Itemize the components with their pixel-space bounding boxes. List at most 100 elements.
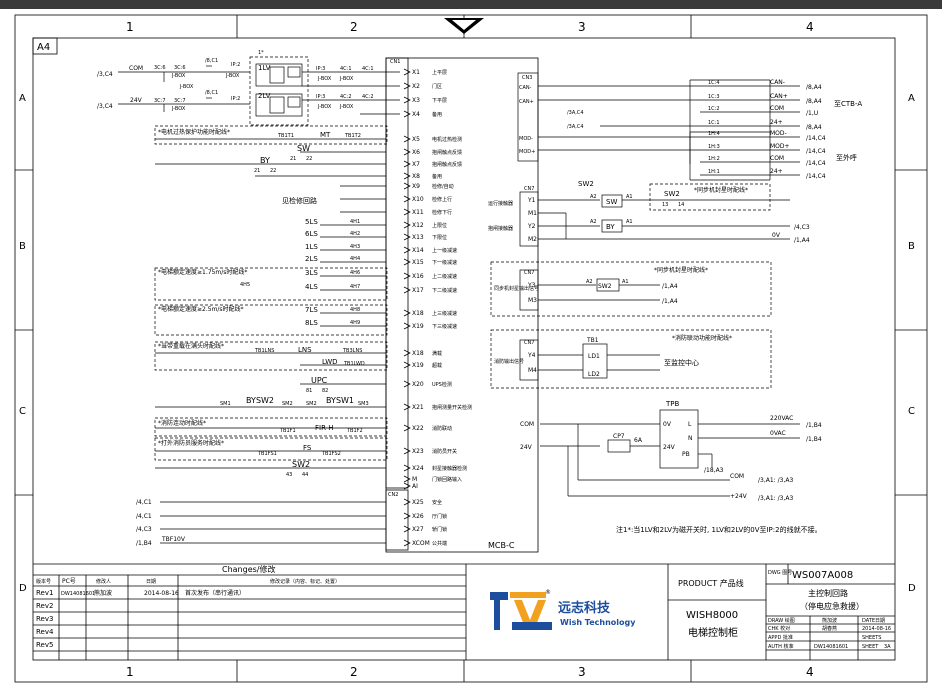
pin-arrow — [403, 475, 411, 483]
ref-8a4-c: /8,A4 — [806, 124, 822, 131]
col-version: 版本号 — [36, 578, 51, 585]
cn3-can-minus: CAN- — [519, 85, 532, 91]
cn7-label: CN7 — [524, 186, 534, 192]
src-4c3: /4,C3 — [136, 526, 152, 533]
term-tb1lwd: TB1LWD — [343, 361, 365, 367]
pin-arrow — [403, 272, 411, 280]
mcb-pin-10: X11 — [412, 209, 424, 216]
ref-18a3: /18,A3 — [704, 467, 724, 474]
note-see-inspection: 见检修回路 — [282, 196, 317, 205]
term-jbox2: J-BOX — [179, 84, 194, 90]
out-24plus: 24+ — [770, 119, 783, 126]
sheet-label: SHEET — [862, 644, 879, 650]
label-mt: MT — [320, 131, 331, 139]
mcb-pin-22: X21 — [412, 404, 424, 411]
mcb-pin-desc-2: 下平层 — [432, 98, 447, 104]
ref-14c4-a: /14,C4 — [806, 135, 826, 142]
col-label-1: 1 — [126, 20, 134, 34]
label-to-monitor-center: 至监控中心 — [664, 358, 699, 367]
mcb-pin-desc-21: UPS检测 — [432, 381, 452, 388]
term-ip3a: IP:3 — [316, 66, 325, 72]
pin-arrow — [403, 286, 411, 294]
rev-row-pc: DW14081601 — [61, 591, 95, 597]
mcb-pin-13: X14 — [412, 247, 424, 254]
mcb-pin-30: X27 — [412, 526, 424, 533]
term-1h1: 1H:1 — [708, 169, 720, 175]
mcb-pin-15: X16 — [412, 273, 424, 280]
label-to-ctb-a: 至CTB-A — [834, 100, 862, 108]
term-ip2b: IP:2 — [231, 96, 240, 102]
sw2-43: 43 — [286, 472, 292, 478]
mcb-pin-0: X1 — [412, 69, 420, 76]
sheet-value: 3A — [884, 644, 891, 650]
note-firefighter: *打外消防员服务时配线* — [158, 439, 224, 447]
mcb-pin-5: X6 — [412, 149, 420, 156]
wish-logo — [490, 592, 552, 630]
switch-5ls: 5LS — [305, 218, 318, 226]
product-name: WISH8000 — [686, 610, 738, 621]
switch-8ls: 8LS — [305, 319, 318, 327]
mcb-title: MCB-C — [488, 541, 515, 550]
cn3-mod-plus: MOD+ — [519, 149, 535, 155]
out-can-minus: CAN- — [770, 79, 785, 86]
mcb-pin-29: X26 — [412, 513, 424, 520]
psu-0v: 0V — [663, 421, 672, 428]
term-jbox7: J-BOX — [317, 104, 332, 110]
src-3c4: /3,C4 — [97, 71, 113, 78]
mcb-pin-27: AI — [412, 483, 418, 490]
mcb-pin-18: X19 — [412, 323, 424, 330]
by-22: 22 — [270, 168, 276, 174]
relay-2lv: 2LV — [258, 92, 271, 100]
mcb-pin-desc-13: 上一级减速 — [432, 247, 457, 254]
upc-82: 82 — [322, 388, 328, 394]
footnote: 注1*:当1LV和2LV为磁开关时, 1LV和2LV的0V至IP:2的线就不接。 — [616, 525, 822, 534]
draw-name: 熊加波 — [822, 617, 837, 624]
cn7-y3: Y3 — [527, 282, 536, 289]
row-label-d-right: D — [908, 583, 916, 594]
psu-in-24v: 24V — [520, 444, 533, 451]
cn7-y4: Y4 — [527, 352, 536, 359]
mcb-pin-9: X10 — [412, 196, 424, 203]
term-tb1fs2: TB1FS2 — [321, 451, 341, 457]
row-label-c-right: C — [908, 406, 915, 417]
term-jbox8: J-BOX — [339, 104, 354, 110]
term-1c1: 1C:1 — [708, 120, 720, 126]
term-8c1b: /8,C1 — [205, 90, 218, 96]
term-ld1: LD1 — [588, 353, 600, 360]
relay-1lv: 1LV — [258, 64, 271, 72]
rev-row-rev: Rev2 — [36, 602, 53, 610]
rev-row-rev: Rev4 — [36, 628, 54, 636]
mcb-pin-desc-4: 电机过热检测 — [432, 136, 462, 143]
sw-22: 22 — [306, 156, 312, 162]
cn3-mod-minus: MOD- — [519, 136, 533, 142]
mcb-pin-desc-10: 检修下行 — [432, 209, 452, 216]
mcb-pin-3: X4 — [412, 111, 420, 118]
rev-row-by: 熊加波 — [94, 589, 112, 597]
mcb-pin-desc-29: 厅门锁 — [432, 513, 447, 520]
ref-8a4-b: /8,A4 — [806, 98, 822, 105]
col-label-3-bottom: 3 — [578, 665, 586, 679]
pin-arrow — [403, 539, 411, 547]
mcb-pin-desc-26: 门锁回路输入 — [432, 476, 462, 483]
psu-24v: 24V — [663, 444, 676, 451]
ref-14c4-d: /14,C4 — [806, 173, 826, 180]
upc-81: 81 — [306, 388, 312, 394]
coil-by: BY — [606, 223, 615, 231]
pin-arrow — [403, 525, 411, 533]
mcb-pin-desc-31: 公共端 — [432, 540, 447, 547]
pin-arrow — [403, 221, 411, 229]
switch-bysw1: BYSW1 — [326, 396, 354, 405]
mcb-pin-7: X8 — [412, 173, 420, 180]
psu-in-com: COM — [520, 421, 534, 428]
cn2-label: CN2 — [388, 492, 398, 498]
out-com2: COM — [770, 155, 784, 162]
ref-1a4-c: /1,A4 — [662, 298, 678, 305]
note-speed-175: *电梯额定速度≥1.75m/s时配线* — [158, 268, 247, 276]
mcb-pin-desc-15: 上二级减速 — [432, 273, 457, 280]
term-tb1f1: TB1F1 — [279, 428, 296, 434]
pin-arrow — [403, 322, 411, 330]
cn7-m1: M1 — [528, 210, 537, 217]
col-label-1-bottom: 1 — [126, 665, 134, 679]
cn7-m2: M2 — [528, 236, 537, 243]
